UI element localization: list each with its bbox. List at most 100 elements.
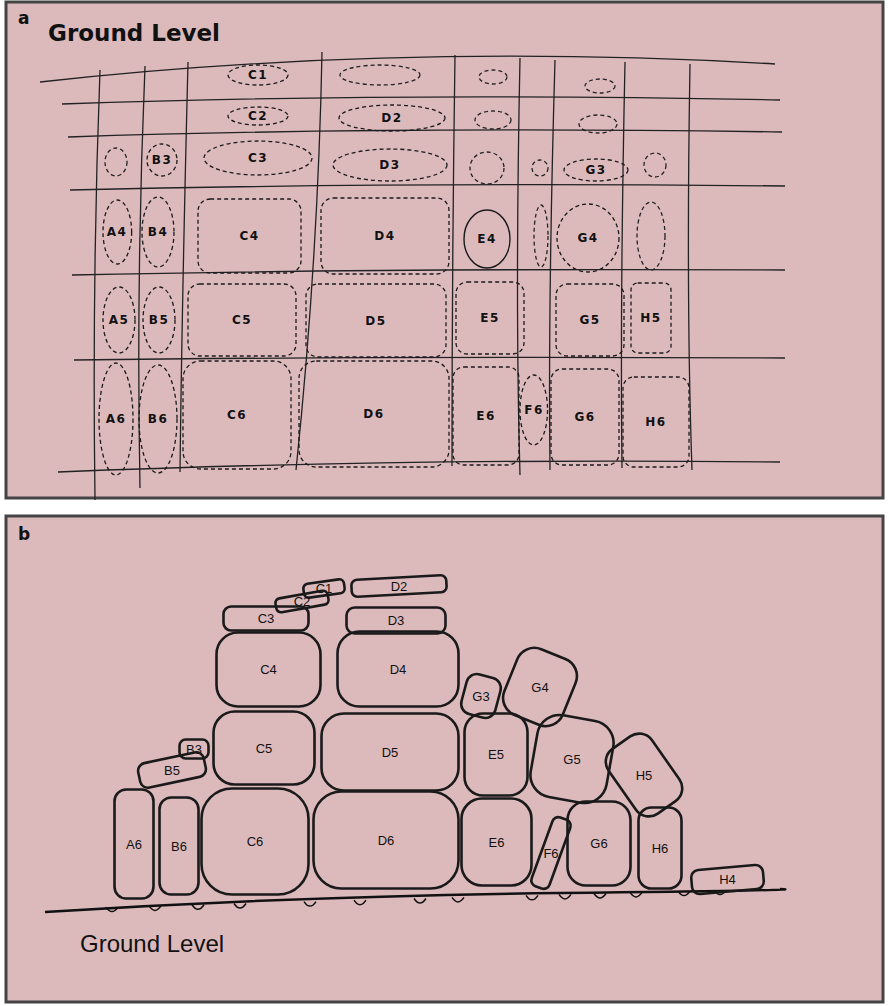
stone: D2 bbox=[350, 576, 448, 596]
stone-outline: A5 bbox=[102, 286, 136, 354]
stone-label: G5 bbox=[563, 753, 580, 766]
stone-label: C6 bbox=[227, 409, 247, 421]
stone-label: G5 bbox=[579, 314, 600, 326]
stone-label: A6 bbox=[126, 838, 142, 851]
stone: G4 bbox=[507, 650, 573, 724]
ground-line bbox=[45, 889, 785, 912]
stone-label: D5 bbox=[365, 315, 386, 327]
stone: D5 bbox=[320, 712, 460, 792]
stone-label: C5 bbox=[232, 314, 252, 326]
stone: E6 bbox=[460, 797, 533, 887]
stone-label: D5 bbox=[382, 746, 399, 759]
stone-label: G3 bbox=[472, 690, 489, 703]
stone-outline: B3 bbox=[146, 143, 178, 177]
stone-label: C2 bbox=[248, 110, 268, 122]
stone-label: C3 bbox=[248, 152, 268, 164]
stone-outline: D5 bbox=[305, 283, 447, 358]
panel-letter: a bbox=[18, 8, 29, 28]
stone: H5 bbox=[616, 734, 672, 816]
stone-label: D3 bbox=[388, 614, 405, 627]
stone-outline: H5 bbox=[630, 282, 672, 354]
stone-outline: F6 bbox=[519, 374, 549, 446]
stone-outline: C6 bbox=[182, 360, 292, 470]
stone-label: A5 bbox=[109, 314, 130, 326]
stone-label: B5 bbox=[149, 314, 170, 326]
stone-label: E5 bbox=[488, 748, 504, 761]
stone: C6 bbox=[200, 787, 310, 896]
stone-label: B6 bbox=[148, 413, 169, 425]
stone-label: H5 bbox=[636, 769, 653, 782]
stone: A6 bbox=[113, 788, 155, 900]
ground-level-label: Ground Level bbox=[48, 20, 220, 46]
stone-label: H4 bbox=[719, 873, 736, 886]
stone-outline: A6 bbox=[98, 362, 134, 476]
stone-outline: C4 bbox=[197, 198, 302, 274]
stone-label: C3 bbox=[258, 612, 275, 625]
stone-outline: D3 bbox=[332, 148, 448, 182]
stone: B6 bbox=[158, 796, 200, 896]
stone-label: D2 bbox=[391, 580, 408, 593]
stone-label: D4 bbox=[374, 230, 395, 242]
stone-label: H6 bbox=[652, 842, 669, 855]
stone-outline: B6 bbox=[138, 364, 178, 474]
stone-outline: E5 bbox=[455, 281, 525, 355]
stone: C3 bbox=[222, 605, 310, 632]
panel-letter: b bbox=[18, 524, 30, 544]
stone-outline: G5 bbox=[555, 283, 625, 357]
stone: D6 bbox=[312, 790, 460, 890]
panel-b bbox=[6, 516, 883, 1002]
stone-outline: D6 bbox=[298, 360, 450, 468]
stone-label: H6 bbox=[645, 416, 666, 428]
stone-outline: B4 bbox=[141, 196, 175, 268]
stone-label: D2 bbox=[381, 112, 402, 124]
stone-outline: C1 bbox=[227, 64, 289, 86]
stone: D4 bbox=[336, 630, 460, 708]
stone-outline: C3 bbox=[203, 140, 313, 176]
ground-texture bbox=[106, 890, 726, 912]
stone: H4 bbox=[690, 866, 765, 893]
stone-label: G6 bbox=[574, 411, 595, 423]
stone-label: B4 bbox=[148, 226, 169, 238]
stone-label: D3 bbox=[379, 159, 400, 171]
stone-label: A4 bbox=[107, 226, 128, 238]
stone-label: D6 bbox=[363, 408, 384, 420]
stone-outline: E6 bbox=[452, 366, 520, 466]
stone-label: A6 bbox=[106, 413, 127, 425]
stone: B3 bbox=[178, 738, 210, 760]
stone-label: G3 bbox=[585, 164, 606, 176]
stone-label: F6 bbox=[524, 404, 544, 416]
panel-a bbox=[6, 2, 883, 498]
stone-outline: C5 bbox=[187, 283, 297, 357]
stone-outline: C2 bbox=[227, 106, 289, 126]
stone-label: E6 bbox=[476, 410, 496, 422]
stone-label: B3 bbox=[152, 154, 173, 166]
stone: G5 bbox=[532, 716, 612, 802]
stone-label: G6 bbox=[590, 837, 607, 850]
stone-label: E4 bbox=[477, 233, 497, 245]
stone-outline: A4 bbox=[102, 199, 133, 265]
stone-label: C1 bbox=[248, 69, 268, 81]
stone: E5 bbox=[463, 712, 529, 797]
stone-label: E5 bbox=[480, 312, 500, 324]
stone-label: E6 bbox=[489, 836, 505, 849]
stone-label: B5 bbox=[164, 764, 180, 777]
stone: G6 bbox=[566, 800, 632, 887]
stone-outline: H6 bbox=[622, 376, 690, 468]
stone-label: D4 bbox=[390, 663, 407, 676]
stone-label: C6 bbox=[247, 835, 264, 848]
stone-label: G4 bbox=[577, 232, 598, 244]
stone-outline: G3 bbox=[563, 158, 629, 182]
stone-label: F6 bbox=[543, 847, 558, 860]
stone: C4 bbox=[215, 631, 322, 708]
stone: B5 bbox=[137, 756, 207, 784]
stone: H6 bbox=[637, 806, 683, 890]
stone-outline: B5 bbox=[142, 286, 176, 354]
stone-outline: G4 bbox=[556, 203, 620, 273]
stone-outline: D4 bbox=[320, 197, 450, 275]
stone: F6 bbox=[540, 815, 562, 891]
stone-outline: E4 bbox=[463, 209, 511, 269]
stone-outline: G6 bbox=[550, 368, 620, 466]
stone-outline: D2 bbox=[338, 104, 446, 132]
stone-label: C4 bbox=[260, 663, 277, 676]
stone-label: C5 bbox=[256, 742, 273, 755]
